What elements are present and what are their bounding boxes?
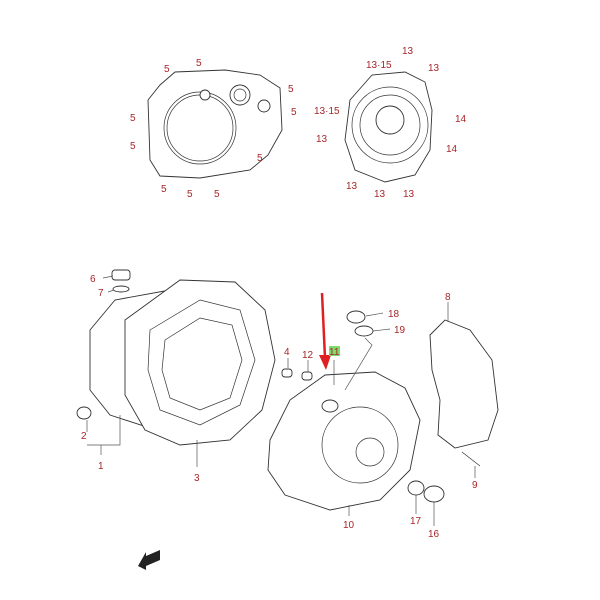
bolt-9 <box>461 451 481 467</box>
label-13-15: 13·15 <box>366 60 392 71</box>
crankcase-cover-outline <box>76 269 276 446</box>
label-5: 5 <box>291 107 297 118</box>
label-7: 7 <box>98 288 104 299</box>
generator-cover-outline <box>344 71 433 183</box>
oring-19 <box>354 325 374 337</box>
label-2: 2 <box>81 431 87 442</box>
label-14: 14 <box>446 144 458 155</box>
label-16: 16 <box>428 529 440 540</box>
label-6: 6 <box>90 274 96 285</box>
label-11: 11 <box>329 347 340 358</box>
label-5: 5 <box>288 84 294 95</box>
label-14: 14 <box>455 114 467 125</box>
label-17: 17 <box>410 516 422 527</box>
red-arrow-indicator <box>319 292 331 370</box>
label-13: 13 <box>316 134 328 145</box>
label-19: 19 <box>394 325 406 336</box>
label-9: 9 <box>472 480 478 491</box>
label-3: 3 <box>194 473 200 484</box>
label-1: 1 <box>98 461 104 472</box>
label-5: 5 <box>214 189 220 200</box>
label-5: 5 <box>161 184 167 195</box>
label-13-15: 13·15 <box>314 106 340 117</box>
cap-18 <box>346 310 366 324</box>
label-5: 5 <box>196 58 202 69</box>
plug-16 <box>423 485 445 503</box>
dowel-pin-4 <box>281 368 293 378</box>
label-18: 18 <box>388 309 400 320</box>
label-13: 13 <box>346 181 358 192</box>
label-4: 4 <box>284 347 290 358</box>
clutch-cover-outline <box>147 69 283 179</box>
label-13: 13 <box>403 189 415 200</box>
fwd-arrow-icon <box>138 550 160 570</box>
label-13: 13 <box>402 46 414 57</box>
oring-17 <box>407 480 425 496</box>
dowel-pin-12 <box>301 371 313 381</box>
label-12: 12 <box>302 350 314 361</box>
label-13: 13 <box>374 189 386 200</box>
label-10: 10 <box>343 520 355 531</box>
label-5: 5 <box>164 64 170 75</box>
highlight-box-11 <box>329 346 340 356</box>
label-5: 5 <box>187 189 193 200</box>
leader-lines <box>86 275 476 526</box>
label-8: 8 <box>445 292 451 303</box>
label-5: 5 <box>257 153 263 164</box>
clutch-cover-part-10 <box>267 371 421 511</box>
label-5: 5 <box>130 141 136 152</box>
label-5: 5 <box>130 113 136 124</box>
guard-part-8 <box>429 319 499 449</box>
label-13: 13 <box>428 63 440 74</box>
